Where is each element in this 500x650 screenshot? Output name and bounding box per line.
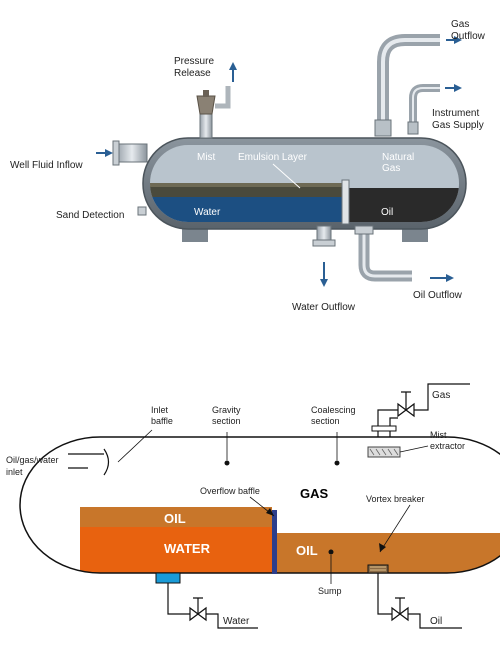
inlet-baffle-pointer [117,429,153,463]
instrument-gas-pipe [407,84,462,135]
oil-outflow-pipe [354,225,454,282]
gas-outflow-pipe [374,34,462,137]
mist-extractor-label-1: Mist [430,430,447,440]
instrument-gas-label-2: Gas Supply [432,120,484,131]
emulsion-band-top [150,183,346,187]
coalescing-section-label-1: Coalescing [311,405,356,415]
water-outlet-nozzle [155,572,181,584]
oil-label: Oil [381,207,393,218]
mist-label: Mist [197,152,216,163]
water-outlet-label: Water [223,616,250,627]
oil-zone [349,188,459,222]
inlet-label-1: Oil/gas/water [6,455,59,465]
emulsion-layer-label: Emulsion Layer [238,152,308,163]
vessel-foot-right [402,226,428,242]
emulsion-pointer [272,163,301,189]
sump-dot [328,549,334,555]
water-valve-stem [193,597,203,614]
overflow-baffle-label: Overflow baffle [200,486,260,496]
oil-layer-label: OIL [164,511,186,526]
coalescing-section-label-2: section [311,416,340,426]
water-outflow-pipe [312,225,336,287]
vortex-breaker [367,564,389,574]
coalescing-section-dot [334,460,340,466]
gravity-section-label-2: section [212,416,241,426]
gas-valve-stem [401,391,411,410]
gas-line-out [414,383,470,411]
weir-plate [341,179,350,225]
water-outlet-pipe [167,583,190,615]
inlet-pipe-line [68,453,104,469]
gas-outflow-label-1: Gas [451,19,469,30]
pressure-release-label-2: Release [174,68,211,79]
vortex-breaker-arrowhead [379,543,386,552]
natural-gas-label-1: Natural [382,152,414,163]
gas-outflow-label-2: Outflow [451,31,486,42]
water-outflow-label: Water Outflow [292,302,356,313]
mist-extractor-hatch [369,448,399,456]
gas-outlet-pipe [377,409,398,426]
three-phase-separator-illustration: Gas Outflow Pressure Release Instrument … [10,19,486,313]
inlet-baffle-label-2: baffle [151,416,173,426]
mist-extractor-pointer [399,445,429,453]
gas-zone-label: GAS [300,486,329,501]
inlet-baffle [103,448,110,476]
pressure-release-valve [196,62,237,139]
water-line-out [206,613,258,629]
gas-outlet-flange [371,425,397,432]
oil-outlet-pipe [377,573,392,615]
schematic-separator: Gas Inlet baffle Gravity section Coalesc… [6,383,500,629]
emulsion-band [150,186,346,197]
water-label: Water [194,207,221,218]
water-layer [80,527,272,573]
gas-outlet-label: Gas [432,390,450,401]
water-layer-label: WATER [164,541,211,556]
mist-extractor-label-2: extractor [430,441,465,451]
gravity-section-dot [224,460,230,466]
vortex-breaker-label: Vortex breaker [366,494,425,504]
gravity-section-label-1: Gravity [212,405,241,415]
oil-outlet-label: Oil [430,616,442,627]
vessel-outline [19,436,500,574]
pressure-release-label-1: Pressure [174,56,214,67]
instrument-gas-label-1: Instrument [432,108,479,119]
well-fluid-inflow-label: Well Fluid Inflow [10,160,83,171]
natural-gas-label-2: Gas [382,163,400,174]
sand-detection-nozzle [137,206,147,216]
vessel-foot-left [182,226,208,242]
overflow-baffle [272,510,277,574]
oil-chamber-label: OIL [296,543,318,558]
inlet-flange [112,140,120,166]
oil-layer [80,507,272,527]
vortex-breaker-lines [370,566,386,571]
overflow-baffle-arrowhead [266,508,274,516]
oil-valve-stem [395,597,405,614]
vortex-breaker-pointer [379,504,411,553]
sand-detection-label: Sand Detection [56,210,124,221]
inlet-label-2: inlet [6,467,23,477]
oil-outflow-label: Oil Outflow [413,290,463,301]
inlet-baffle-label-1: Inlet [151,405,169,415]
water-zone [150,197,346,222]
oil-line-out [408,613,462,629]
inlet-pipe [116,143,148,163]
sump-label: Sump [318,586,342,596]
